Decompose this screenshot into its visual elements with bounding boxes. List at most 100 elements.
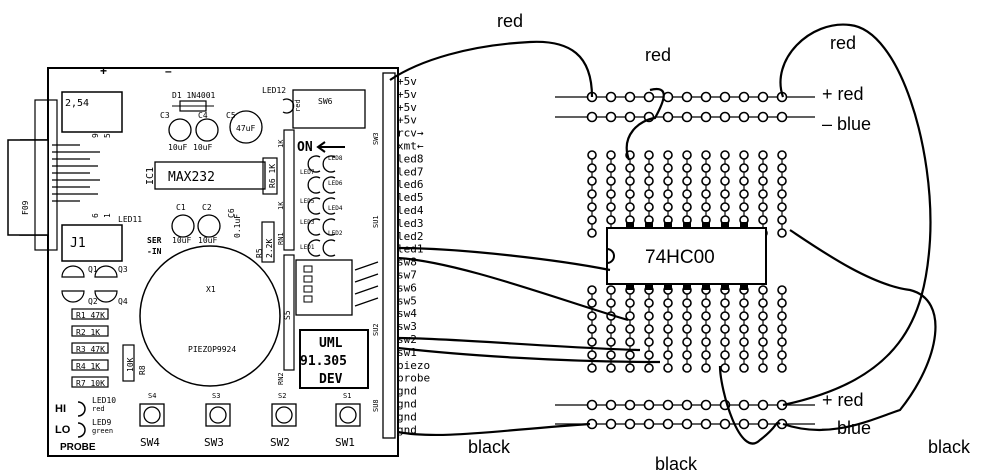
bb-hole (720, 363, 730, 373)
pcb-label-pin4: rcv→ (397, 127, 424, 140)
pcb-label-r6: R6 1K (268, 164, 277, 188)
rail-hole (662, 399, 674, 411)
wire-black-left (397, 422, 591, 437)
bb-hole (587, 228, 597, 238)
pcb-label-st1: S3 (212, 392, 220, 400)
pcb-label-sw6: SW6 (318, 97, 333, 106)
bb-hole (701, 176, 711, 186)
pcb-label-pin12: led2 (397, 230, 424, 243)
rail-hole (719, 418, 731, 430)
bb-hole (739, 324, 749, 334)
pcb-label-r8: R8 (138, 365, 147, 375)
rail-hole (738, 111, 750, 123)
pcb-label-q4: Q4 (118, 297, 128, 306)
pcb-label-c6v: 0.1uF (233, 214, 242, 238)
bb-hole (777, 298, 787, 308)
bb-hole (739, 176, 749, 186)
bb-hole (663, 337, 673, 347)
pcb-label-r5v: 2.2K (265, 239, 274, 258)
bb-hole (663, 202, 673, 212)
bb-hole (682, 176, 692, 186)
bb-hole (758, 311, 768, 321)
rail-hole (586, 399, 598, 411)
bb-hole (758, 176, 768, 186)
wire-sw8 (397, 256, 629, 322)
bb-hole (606, 202, 616, 212)
pcb-label-pin7: led7 (397, 165, 424, 178)
pcb-label-ser: SER (147, 236, 162, 245)
bb-hole (606, 215, 616, 225)
pcb-label-r8v: 10K (126, 357, 135, 372)
pcb-label-s5: S5 (283, 310, 292, 320)
bb-hole (682, 150, 692, 160)
rail-hole (624, 399, 636, 411)
pcb-label-minus: – (165, 64, 172, 78)
bb-hole (758, 285, 768, 295)
rail-label-bottom-plus: + red (822, 390, 864, 410)
rail-hole (643, 91, 655, 103)
pcb-label-c2: C2 (202, 203, 212, 212)
pcb-label-pin16: sw6 (397, 281, 417, 294)
label-red-top: red (497, 11, 523, 31)
bb-hole (606, 150, 616, 160)
bb-hole (720, 176, 730, 186)
bb-hole (587, 311, 597, 321)
bb-hole (587, 215, 597, 225)
bb-hole (720, 311, 730, 321)
pcb-label-st0: S4 (148, 392, 156, 400)
bb-hole (682, 363, 692, 373)
bb-hole (587, 202, 597, 212)
bb-hole (720, 163, 730, 173)
bb-hole (701, 350, 711, 360)
bb-hole (587, 324, 597, 334)
chip-pin (702, 222, 710, 229)
bb-hole (739, 150, 749, 160)
bb-hole (587, 189, 597, 199)
bb-hole (758, 189, 768, 199)
rail-hole (776, 111, 788, 123)
rail-hole (719, 91, 731, 103)
bb-hole (625, 350, 635, 360)
bb-hole (758, 337, 768, 347)
pcb-label-pin1: +5v (397, 88, 417, 101)
bb-hole (739, 202, 749, 212)
pcb-label-pin6: led8 (397, 152, 424, 165)
bb-hole (777, 163, 787, 173)
pcb-label-in: -IN (147, 247, 162, 256)
bb-hole (625, 363, 635, 373)
bb-hole (701, 298, 711, 308)
pcb-label-sb2: SW2 (270, 436, 290, 449)
pcb-label-pin2: +5v (397, 101, 417, 114)
pcb-label-c5: C5 (226, 111, 236, 120)
pcb-label-res4: R7 10K (76, 379, 105, 388)
pcb-label-res2: R3 47K (76, 345, 105, 354)
rail-hole (624, 111, 636, 123)
label-black-left: black (468, 437, 511, 457)
rail-hole (681, 91, 693, 103)
rail-hole (586, 111, 598, 123)
bb-hole (644, 350, 654, 360)
rail-hole (757, 111, 769, 123)
bb-hole (777, 189, 787, 199)
pcb-label-st2: S2 (278, 392, 286, 400)
bb-hole (663, 350, 673, 360)
pcb-label-led4: LED5 (300, 198, 315, 205)
rail-hole (624, 418, 636, 430)
bb-hole (777, 337, 787, 347)
chip-pin (683, 222, 691, 229)
pcb-label-ic1: IC1 (145, 167, 156, 185)
pcb-label-c3v: 10uF (168, 143, 187, 152)
bb-hole (663, 176, 673, 186)
pcb-label-x1: X1 (206, 285, 216, 294)
pcb-label-sb1: SW3 (204, 436, 224, 449)
bb-hole (606, 350, 616, 360)
pcb-label-res3: R4 1K (76, 362, 100, 371)
chip-pin (740, 283, 748, 290)
pcb-label-su8: SU8 (372, 399, 380, 412)
pcb-label-pin17: sw5 (397, 294, 417, 307)
pcb-label-c3: C3 (160, 111, 170, 120)
chip-pin (664, 222, 672, 229)
bb-hole (606, 189, 616, 199)
rail-hole (738, 91, 750, 103)
